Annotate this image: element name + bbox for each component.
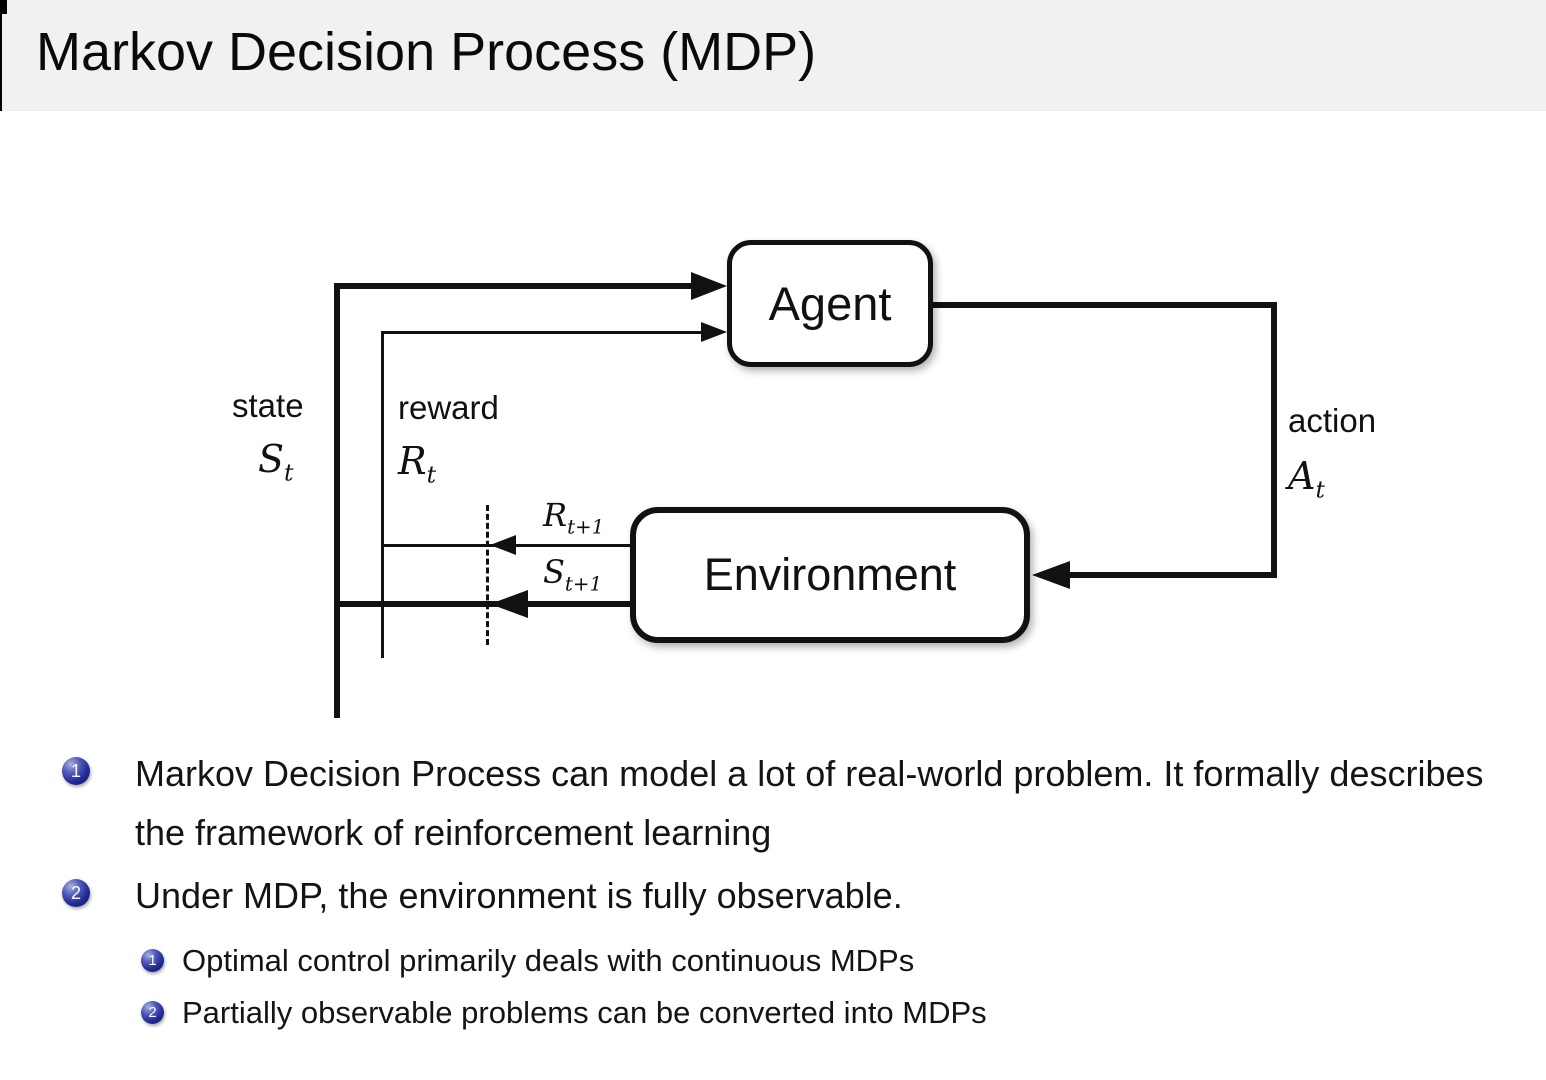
- time-step-dashed-line: [486, 505, 489, 645]
- slide-header: Markov Decision Process (MDP): [0, 0, 1546, 111]
- next-reward-symbol: Rt+1: [543, 496, 604, 538]
- next-reward-arrowhead-icon: [490, 535, 516, 555]
- sub-bullet-text: Partially observable problems can be con…: [182, 995, 987, 1030]
- enumeration-ball-icon: 1: [141, 949, 164, 972]
- next-state-symbol: St+1: [543, 553, 602, 595]
- reward-symbol: Rt: [398, 439, 436, 489]
- action-line-bottom: [1063, 572, 1277, 578]
- reward-label: reward: [398, 389, 499, 426]
- list-item: 1 Optimal control primarily deals with c…: [141, 938, 914, 984]
- action-symbol-subscript: t: [1315, 475, 1325, 504]
- state-symbol: St: [258, 437, 294, 487]
- page-title: Markov Decision Process (MDP): [36, 22, 817, 82]
- next-reward-symbol-letter: R: [543, 496, 568, 534]
- action-label: action: [1288, 402, 1377, 439]
- enumeration-ball-icon: 1: [62, 757, 90, 785]
- action-line-vertical: [1271, 302, 1277, 578]
- header-left-edge-line: [0, 0, 2, 111]
- agent-node: Agent: [727, 240, 933, 367]
- state-label: state: [232, 387, 304, 424]
- reward-symbol-letter: R: [398, 439, 427, 483]
- mdp-diagram: Agent Environment state St reward Rt act…: [0, 111, 1546, 718]
- list-item: 1 Markov Decision Process can model a lo…: [62, 744, 1505, 862]
- next-reward-symbol-subscript: t+1: [567, 515, 605, 539]
- state-line-bottom: [334, 601, 630, 607]
- state-symbol-letter: S: [258, 437, 285, 481]
- enumeration-ball-icon: 2: [62, 879, 90, 907]
- reward-line-vertical: [381, 331, 384, 658]
- agent-node-label: Agent: [768, 277, 892, 330]
- next-state-symbol-letter: S: [543, 553, 565, 591]
- state-line-vertical: [334, 283, 340, 718]
- list-item: 2 Partially observable problems can be c…: [141, 990, 987, 1036]
- reward-arrowhead-icon: [701, 322, 727, 342]
- action-arrowhead-icon: [1032, 561, 1070, 589]
- reward-symbol-subscript: t: [426, 460, 437, 489]
- bullet-text: Under MDP, the environment is fully obse…: [135, 875, 903, 916]
- environment-node-label: Environment: [703, 549, 957, 600]
- environment-node: Environment: [630, 507, 1030, 643]
- action-symbol-letter: A: [1288, 454, 1316, 498]
- action-line-top: [923, 302, 1277, 308]
- sub-bullet-text: Optimal control primarily deals with con…: [182, 943, 915, 978]
- corner-mark: [0, 0, 7, 14]
- list-item: 2 Under MDP, the environment is fully ob…: [62, 866, 903, 925]
- enumeration-ball-icon: 2: [141, 1001, 164, 1024]
- next-state-symbol-subscript: t+1: [564, 572, 603, 596]
- next-state-arrowhead-icon: [490, 590, 528, 618]
- reward-line-top: [381, 331, 705, 334]
- state-symbol-subscript: t: [284, 458, 294, 487]
- bullet-text: Markov Decision Process can model a lot …: [135, 753, 1484, 853]
- action-symbol: At: [1288, 454, 1325, 504]
- state-line-top: [334, 283, 694, 289]
- state-arrowhead-icon: [691, 272, 727, 300]
